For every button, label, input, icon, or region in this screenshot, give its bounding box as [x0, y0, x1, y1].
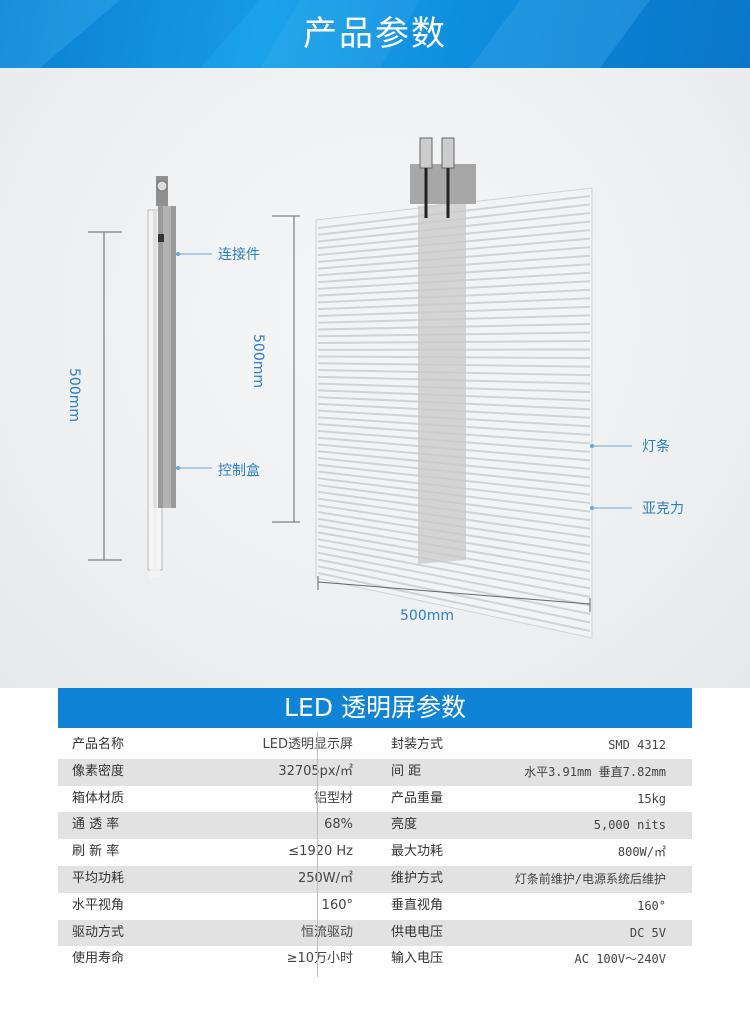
side-dimension-line [88, 231, 122, 561]
spec-value: 灯条前维护/电源系统后维护 [514, 871, 666, 886]
spec-label: 产品重量 [391, 790, 444, 806]
connector-label: 连接件 [218, 247, 260, 263]
light-strip [317, 544, 591, 598]
light-bar-label: 灯条 [642, 439, 670, 455]
front-horizontal-dimension [317, 576, 591, 612]
table-row: 箱体材质 铝型材 产品重量 15kg [58, 786, 692, 813]
table-row: 驱动方式 恒流驱动 供电电压 DC 5V [58, 919, 692, 947]
spec-value: 68% [324, 817, 353, 833]
spec-value: 160° [637, 898, 666, 913]
spec-label: 像素密度 [72, 763, 125, 779]
spec-table-title: LED 透明屏参数 [58, 688, 692, 728]
spec-label: 箱体材质 [72, 790, 125, 806]
spec-label: 驱动方式 [72, 924, 125, 940]
acrylic-label: 亚克力 [642, 501, 684, 517]
spec-value: 5,000 nits [593, 818, 666, 833]
spec-label: 亮度 [391, 817, 418, 833]
spec-label: 产品名称 [72, 737, 125, 752]
spec-label: 维护方式 [391, 870, 444, 886]
table-row: 通 透 率 68% 亮度 5,000 nits [58, 812, 692, 840]
spec-value: DC 5V [629, 925, 666, 940]
spec-label: 供电电压 [391, 924, 444, 940]
spec-label: 垂直视角 [391, 897, 444, 913]
light-strip [317, 538, 591, 590]
table-row: 使用寿命 ≥10万小时 输入电压 AC 100V～240V [58, 946, 692, 973]
spec-value: ≤1920 Hz [288, 844, 353, 860]
spec-label: 输入电压 [391, 951, 444, 967]
front-callout-lines [592, 445, 632, 509]
spec-label: 刷 新 率 [72, 844, 120, 860]
control-box-label: 控制盒 [218, 463, 260, 479]
spec-value: AC 100V～240V [574, 952, 666, 967]
table-row: 平均功耗 250W/㎡ 维护方式 灯条前维护/电源系统后维护 [58, 865, 692, 893]
front-view-panel [315, 137, 593, 639]
light-strip [317, 572, 591, 632]
spec-value: 15kg [637, 791, 666, 806]
light-strip [317, 558, 591, 615]
front-width-label: 500mm [400, 608, 454, 624]
header-banner: 产品参数 [0, 0, 750, 68]
spec-value: 32705px/㎡ [278, 763, 353, 779]
light-strip [317, 551, 591, 607]
spec-label: 最大功耗 [391, 844, 444, 860]
table-row: 产品名称 LED透明显示屏 封装方式 SMD 4312 [58, 732, 692, 759]
table-column-divider [317, 732, 318, 977]
spec-value: 160° [321, 897, 353, 913]
table-row: 刷 新 率 ≤1920 Hz 最大功耗 800W/㎡ [58, 839, 692, 866]
side-view-panel [147, 176, 176, 578]
spec-label: 水平视角 [72, 897, 125, 913]
side-callout-lines [178, 253, 212, 469]
front-height-label: 500mm [250, 334, 266, 388]
spec-table: 产品名称 LED透明显示屏 封装方式 SMD 4312 像素密度 32705px/㎡ 间 距… [58, 732, 692, 973]
spec-label: 平均功耗 [72, 870, 125, 886]
light-strip [317, 565, 591, 624]
page-title: 产品参数 [303, 14, 447, 54]
table-row: 水平视角 160° 垂直视角 160° [58, 893, 692, 920]
spec-value: 铝型材 [313, 790, 353, 806]
spec-label: 通 透 率 [72, 817, 120, 833]
spec-value: 250W/㎡ [297, 870, 353, 886]
front-vertical-dimension [272, 215, 300, 523]
spec-value: SMD 4312 [608, 738, 666, 752]
diagram-illustration [88, 137, 632, 639]
spec-value: 水平3.91mm 垂直7.82mm [524, 764, 666, 779]
spec-label: 使用寿命 [72, 951, 125, 967]
spec-value: ≥10万小时 [286, 951, 353, 967]
spec-value: 800W/㎡ [617, 845, 666, 860]
spec-value: LED透明显示屏 [262, 737, 353, 752]
product-diagram: 500mm 500mm 500mm 连接件 控制盒 灯条 亚克力 [0, 68, 750, 688]
side-height-label: 500mm [66, 368, 82, 422]
spec-value: 恒流驱动 [300, 924, 353, 940]
banner-facets [0, 0, 750, 68]
spec-label: 封装方式 [391, 737, 444, 752]
table-row: 像素密度 32705px/㎡ 间 距 水平3.91mm 垂直7.82mm [58, 758, 692, 786]
spec-label: 间 距 [391, 763, 422, 779]
